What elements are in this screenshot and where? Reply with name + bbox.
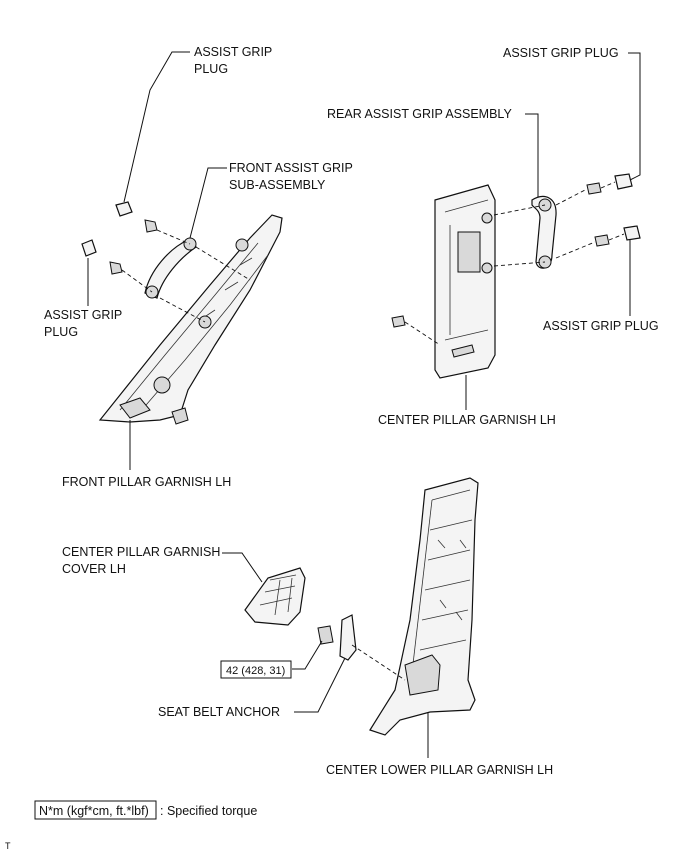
label-assist-grip-plug-left-1: ASSIST GRIP [44,308,122,322]
center-pillar-garnish-lh [434,184,496,379]
torque-box [220,660,292,679]
label-torque-value: 42 (428, 31) [226,665,285,677]
torque-legend: N*m (kgf*cm, ft.*lbf) : Specified torque [34,800,257,820]
label-seat-belt-anchor: SEAT BELT ANCHOR [158,705,280,719]
label-assist-grip-plug-left-2: PLUG [44,325,78,339]
center-lower-pillar-garnish-lh [369,477,479,736]
front-grip-bolts [109,219,158,275]
rear-grip-bolts [391,182,610,328]
front-assist-grip [144,237,197,299]
legend-unit-text: N*m (kgf*cm, ft.*lbf) [39,804,149,818]
label-center-pillar-garnish: CENTER PILLAR GARNISH LH [378,413,556,427]
label-front-pillar-garnish: FRONT PILLAR GARNISH LH [62,475,231,489]
rear-grip-plugs [614,173,641,241]
label-front-assist-grip-1: FRONT ASSIST GRIP [229,161,353,175]
rear-assist-grip [531,195,557,269]
leader-lines [87,51,641,758]
label-assist-grip-plug-top-left-2: PLUG [194,62,228,76]
label-assist-grip-plug-top-right: ASSIST GRIP PLUG [503,46,619,60]
seat-belt-anchor [339,614,357,661]
label-rear-assist-grip: REAR ASSIST GRIP ASSEMBLY [327,107,512,121]
label-assist-grip-plug-right: ASSIST GRIP PLUG [543,319,659,333]
front-grip-plugs [81,201,133,257]
center-pillar-garnish-cover-lh [244,567,306,626]
legend-description: : Specified torque [160,804,257,818]
front-pillar-garnish-lh [98,214,283,425]
label-front-assist-grip-2: SUB-ASSEMBLY [229,178,326,192]
anchor-bolt [317,625,334,645]
label-center-pillar-cover-1: CENTER PILLAR GARNISH [62,545,220,559]
label-center-lower-pillar: CENTER LOWER PILLAR GARNISH LH [326,763,553,777]
footer-mark: T [5,841,11,851]
label-assist-grip-plug-top-left-1: ASSIST GRIP [194,45,272,59]
legend-unit-box [34,800,157,820]
label-center-pillar-cover-2: COVER LH [62,562,126,576]
